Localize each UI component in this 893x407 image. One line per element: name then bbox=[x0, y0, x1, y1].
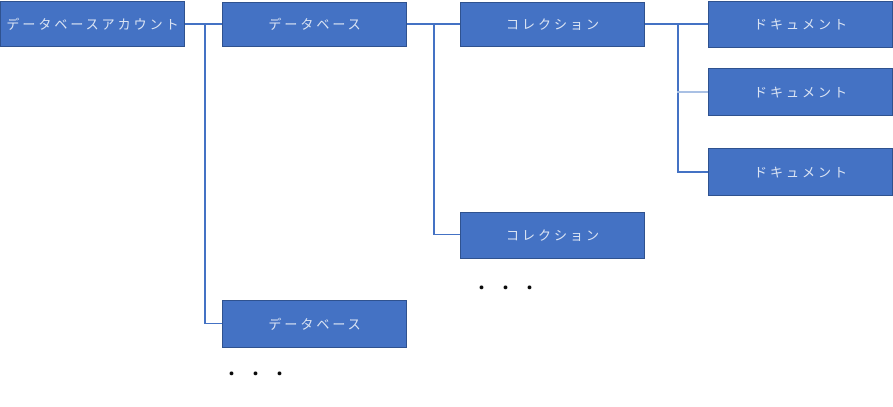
node-database-1-label: データベース bbox=[268, 17, 364, 32]
node-collection-2-label: コレクション bbox=[505, 228, 602, 243]
connector-branch-to-document2 bbox=[677, 90, 708, 93]
connector-trunk-collections bbox=[433, 23, 435, 235]
connector-trunk-documents bbox=[677, 23, 679, 173]
node-database-2: データベース bbox=[222, 300, 407, 348]
connector-branch-to-document3 bbox=[677, 171, 708, 173]
ellipsis-more-collections: ・・・ bbox=[474, 280, 547, 297]
node-document-3: ドキュメント bbox=[708, 148, 893, 196]
node-database-account: データベースアカウント bbox=[0, 1, 185, 47]
node-database-account-label: データベースアカウント bbox=[6, 16, 182, 32]
connector-trunk-databases bbox=[204, 23, 206, 324]
node-database-2-label: データベース bbox=[268, 316, 364, 332]
node-document-3-label: ドキュメント bbox=[753, 164, 850, 180]
connector-elbow-to-collection2 bbox=[433, 233, 460, 235]
node-collection-2: コレクション bbox=[460, 212, 645, 259]
node-database-1: データベース bbox=[222, 2, 407, 47]
node-document-1: ドキュメント bbox=[708, 1, 893, 48]
connector-account-to-database1 bbox=[185, 23, 222, 25]
node-document-2: ドキュメント bbox=[708, 68, 893, 116]
node-document-2-label: ドキュメント bbox=[753, 84, 850, 100]
connector-collection1-to-document1 bbox=[645, 23, 708, 25]
node-collection-1: コレクション bbox=[460, 2, 645, 47]
node-document-1-label: ドキュメント bbox=[753, 17, 850, 32]
node-collection-1-label: コレクション bbox=[505, 17, 602, 32]
connector-elbow-to-database2 bbox=[204, 322, 222, 324]
ellipsis-more-databases: ・・・ bbox=[224, 366, 297, 383]
